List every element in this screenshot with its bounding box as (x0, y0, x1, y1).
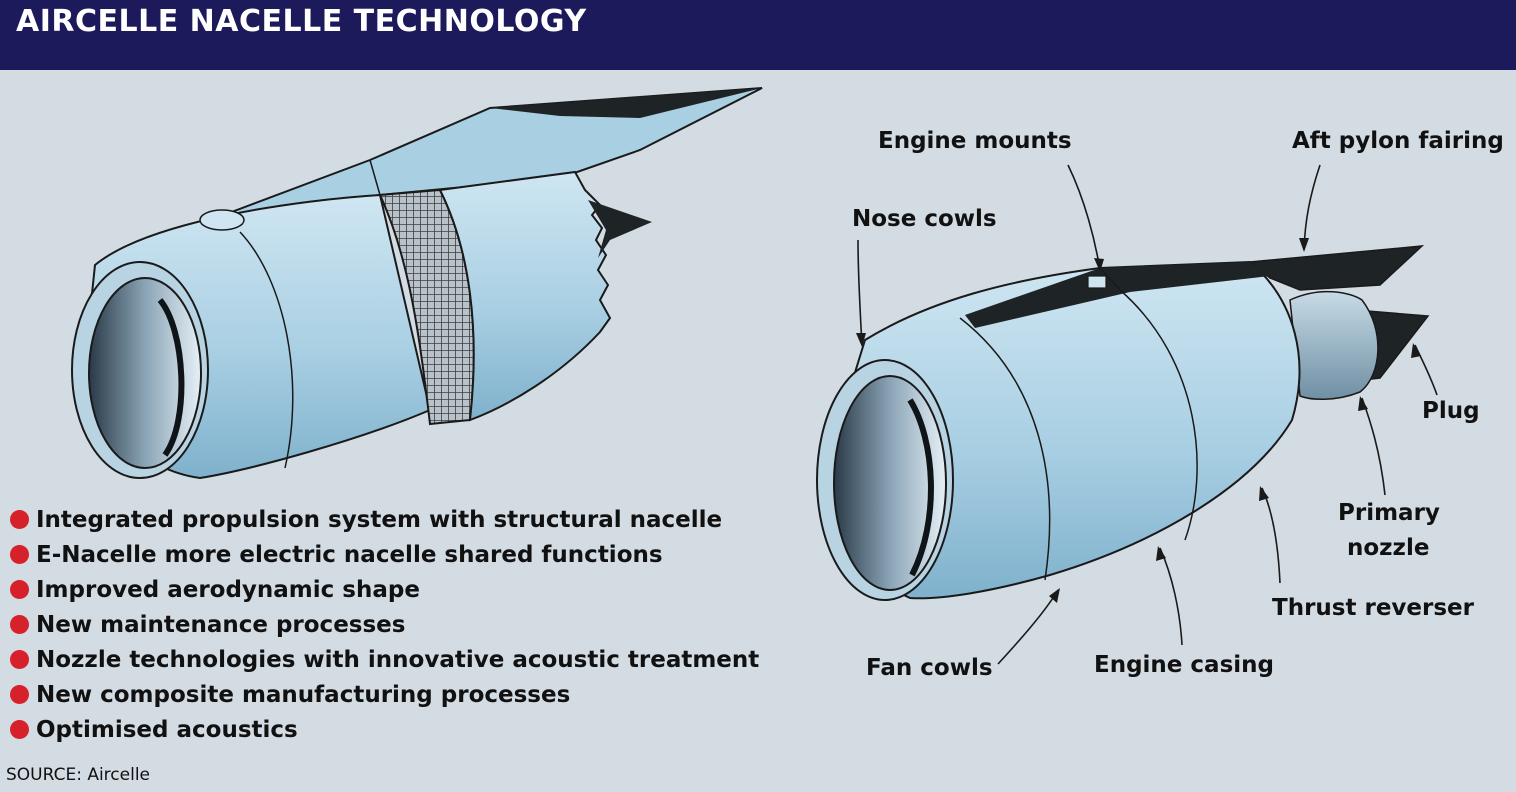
feature-item: New maintenance processes (10, 607, 759, 642)
feature-text: Optimised acoustics (36, 716, 298, 743)
feature-item: E-Nacelle more electric nacelle shared f… (10, 537, 759, 572)
label-fan-cowls: Fan cowls (866, 655, 993, 681)
feature-text: New maintenance processes (36, 611, 406, 638)
bullet-icon (10, 650, 29, 669)
feature-text: Improved aerodynamic shape (36, 576, 420, 603)
label-engine-casing: Engine casing (1094, 652, 1274, 678)
feature-text: Integrated propulsion system with struct… (36, 506, 723, 533)
left-pylon-dark-edge (490, 88, 762, 118)
feature-item: Optimised acoustics (10, 712, 759, 747)
leader-arrowheads (856, 238, 1421, 603)
bullet-icon (10, 615, 29, 634)
left-rear-section (438, 170, 612, 422)
feature-item: Integrated propulsion system with struct… (10, 502, 759, 537)
cutaway-nacelle (71, 87, 763, 480)
left-inlet-inner (88, 277, 202, 469)
external-nacelle (816, 245, 1430, 601)
label-aft-pylon-fairing: Aft pylon fairing (1292, 128, 1504, 154)
nacelle-illustration: Engine mounts Aft pylon fairing Nose cow… (71, 87, 1504, 681)
bullet-icon (10, 510, 29, 529)
feature-text: New composite manufacturing processes (36, 681, 571, 708)
label-thrust-reverser: Thrust reverser (1272, 595, 1475, 621)
label-primary-nozzle-line1: Primary (1338, 500, 1440, 526)
page-title: AIRCELLE NACELLE TECHNOLOGY (16, 4, 587, 39)
aft-pylon (1248, 245, 1425, 291)
primary-nozzle-shape (1289, 290, 1379, 400)
label-primary-nozzle-line2: nozzle (1347, 535, 1429, 561)
feature-text: Nozzle technologies with innovative acou… (36, 646, 760, 673)
left-broken-dark (588, 200, 652, 258)
bullet-icon (10, 685, 29, 704)
feature-list: Integrated propulsion system with struct… (10, 502, 759, 747)
bullet-icon (10, 720, 29, 739)
bullet-icon (10, 545, 29, 564)
title-bar: AIRCELLE NACELLE TECHNOLOGY (0, 0, 1516, 70)
label-plug: Plug (1422, 398, 1480, 424)
feature-item: Nozzle technologies with innovative acou… (10, 642, 759, 677)
right-inlet-inner (833, 375, 947, 591)
feature-text: E-Nacelle more electric nacelle shared f… (36, 541, 663, 568)
bullet-icon (10, 580, 29, 599)
feature-item: Improved aerodynamic shape (10, 572, 759, 607)
label-nose-cowls: Nose cowls (852, 206, 997, 232)
upper-seam-band (965, 262, 1270, 328)
label-engine-mounts: Engine mounts (878, 128, 1072, 154)
source-credit: SOURCE: Aircelle (6, 765, 151, 785)
feature-item: New composite manufacturing processes (10, 677, 759, 712)
